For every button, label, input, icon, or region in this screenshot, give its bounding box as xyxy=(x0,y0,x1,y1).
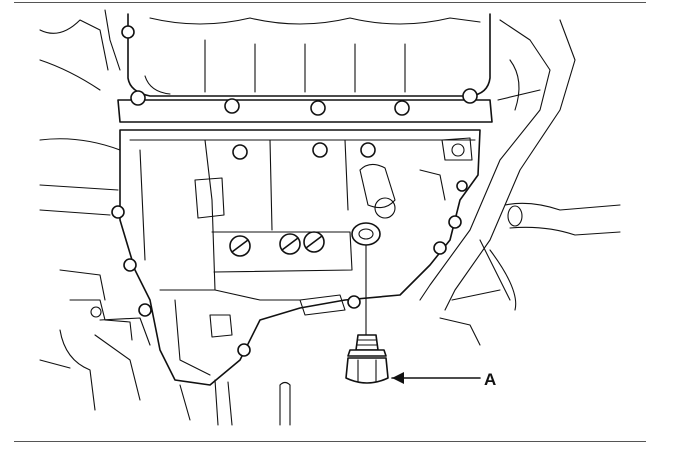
bottom-piping xyxy=(179,379,291,426)
callout-a-label: A xyxy=(484,370,496,389)
oil-pan xyxy=(117,13,493,123)
bottom-rule xyxy=(14,441,646,442)
arrowhead-icon xyxy=(392,372,404,384)
left-structure xyxy=(39,9,151,411)
top-rule xyxy=(14,2,646,3)
right-structure xyxy=(419,19,621,346)
drain-plug xyxy=(345,334,389,384)
transmission-case xyxy=(119,129,481,386)
flange-bolts xyxy=(121,25,478,116)
slotted-plugs xyxy=(229,231,325,257)
callout-a: A xyxy=(391,370,496,389)
drain-hole xyxy=(351,222,381,246)
case-bolts xyxy=(111,142,468,357)
